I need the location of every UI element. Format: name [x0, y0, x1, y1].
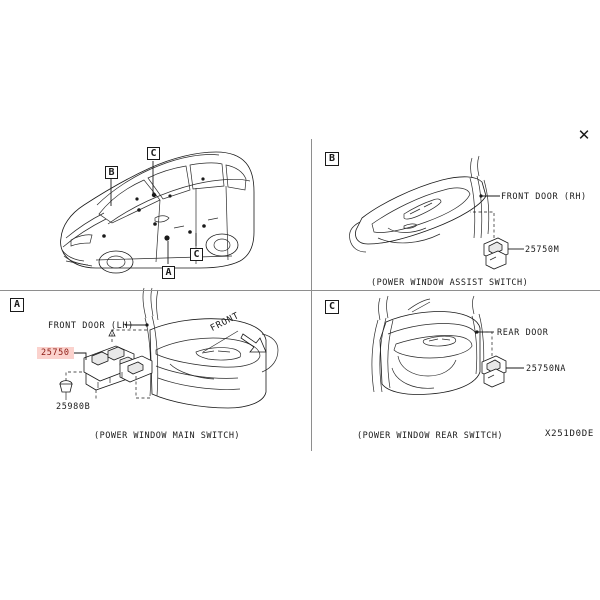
panel-a-door-label: FRONT DOOR (LH): [48, 321, 134, 331]
part-number-25750-highlight[interactable]: 25750: [37, 347, 74, 359]
part-number-25980b[interactable]: 25980B: [56, 402, 91, 412]
rear-switch-part: [481, 355, 507, 388]
panel-divider-vertical-lower: [311, 291, 312, 451]
clip-part-25980b: [59, 371, 84, 400]
callout-box-c-lower[interactable]: C: [190, 248, 203, 261]
part-number-25750m[interactable]: 25750M: [525, 245, 560, 255]
vehicle-illustration: [60, 151, 255, 274]
callout-box-a-lower[interactable]: A: [162, 266, 175, 279]
panel-b-door-label: FRONT DOOR (RH): [501, 192, 587, 202]
panel-letter-a: A: [10, 298, 24, 312]
panel-a-caption: (POWER WINDOW MAIN SWITCH): [94, 431, 241, 441]
close-icon[interactable]: ✕: [577, 126, 591, 144]
callout-box-b-upper[interactable]: B: [105, 166, 118, 179]
panel-divider-vertical: [311, 139, 312, 291]
panel-c-illustration: [371, 295, 524, 395]
panel-a-illustration: [59, 287, 279, 409]
panel-letter-c: C: [325, 300, 339, 314]
panel-divider-horizontal: [0, 290, 600, 291]
callout-box-c-upper[interactable]: C: [147, 147, 160, 160]
panel-b-illustration: [349, 155, 524, 270]
panel-letter-b: B: [325, 152, 339, 166]
drawing-code-label: X251D0DE: [545, 429, 594, 439]
panel-b-caption: (POWER WINDOW ASSIST SWITCH): [371, 278, 529, 288]
panel-c-caption: (POWER WINDOW REAR SWITCH): [357, 431, 504, 441]
main-switch-part: [71, 345, 153, 391]
assist-switch-part: [483, 237, 509, 270]
part-number-25750na[interactable]: 25750NA: [526, 364, 567, 374]
panel-c-door-label: REAR DOOR: [497, 328, 549, 338]
